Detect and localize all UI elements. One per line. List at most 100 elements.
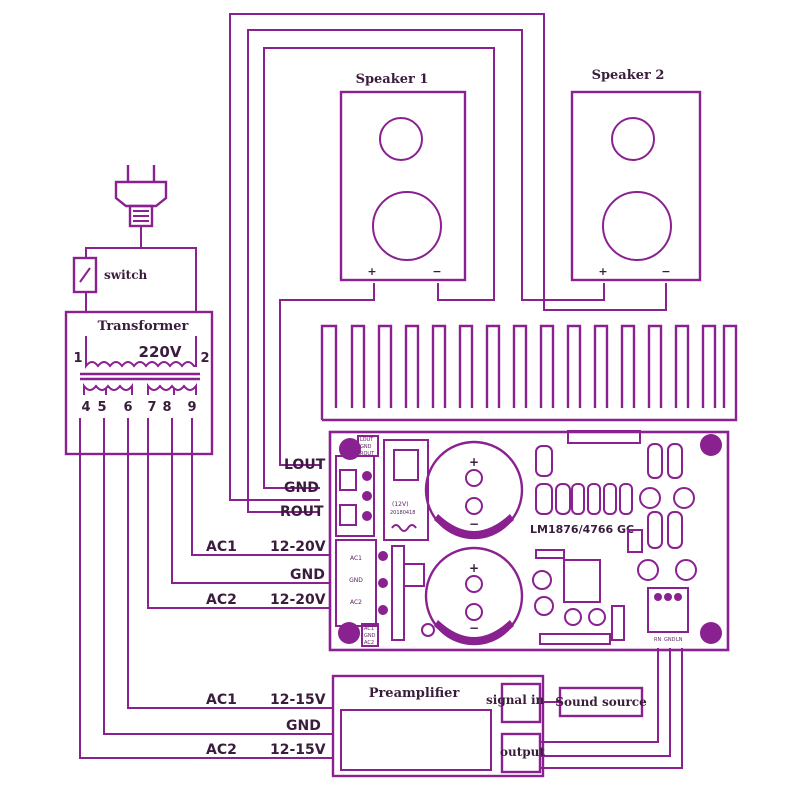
power-wires — [79, 418, 333, 759]
signal-in-jack[interactable] — [500, 682, 542, 724]
speaker-wires — [229, 13, 667, 513]
speaker-2-minus: − — [661, 265, 670, 278]
preamp-title: Preamplifier — [369, 686, 460, 701]
label-gnd-power: GND — [290, 567, 325, 583]
heatsink-fin — [512, 324, 528, 408]
switch-lever-icon — [79, 267, 91, 283]
heatsink-base — [322, 324, 738, 422]
wire-gnd-speaker1 — [263, 47, 495, 489]
heatsink-chip — [563, 559, 601, 603]
reg-label: (12V) — [392, 501, 408, 508]
wire-gnd-board — [171, 418, 330, 584]
power-switch[interactable]: switch — [72, 256, 147, 294]
speaker-1-plus: + — [367, 265, 376, 278]
preamp-power-labels: AC1 12-15V GND AC2 12-15V — [206, 692, 326, 758]
output-silkscreen — [357, 435, 379, 457]
preamp-box — [331, 674, 545, 778]
ic-socket — [627, 529, 643, 553]
power-silkscreen — [361, 623, 379, 647]
cord-to-switch — [85, 236, 142, 258]
pin-2: 2 — [200, 351, 209, 366]
preamp-label-ac1: AC1 — [206, 692, 237, 708]
label-rout: ROUT — [280, 504, 324, 520]
output-jack[interactable] — [500, 732, 542, 774]
signal-wires — [540, 648, 683, 769]
svg-text:LN: LN — [676, 637, 683, 643]
plug-head — [114, 180, 168, 208]
heatsink-fin — [431, 324, 447, 408]
reg-date: 20180418 — [390, 510, 415, 516]
capacitor-1-stripe — [434, 514, 514, 538]
svg-text:AC1: AC1 — [350, 555, 362, 562]
speaker-2-plus: + — [598, 265, 607, 278]
preamp-label-ac2: AC2 — [206, 742, 237, 758]
speaker-2-tweeter — [611, 117, 655, 161]
board-led — [421, 623, 435, 637]
preamp-label-ac1-volt: 12-15V — [270, 692, 326, 708]
sound-source-box[interactable] — [558, 686, 644, 718]
wire-lout — [279, 283, 375, 466]
small-cap-4 — [675, 559, 697, 581]
pin-5: 5 — [97, 400, 106, 415]
speaker-1-box — [339, 90, 467, 282]
svg-text:GND: GND — [349, 577, 363, 584]
speaker-2-label: Speaker 2 — [592, 68, 665, 83]
wire-signal-ln — [540, 648, 683, 769]
resistor-d — [535, 549, 565, 559]
heatsink-fin — [485, 324, 501, 408]
svg-text:GND: GND — [364, 633, 376, 639]
pin-4: 4 — [81, 400, 90, 415]
speaker-1-label: Speaker 1 — [356, 72, 429, 87]
resistor-b — [535, 483, 553, 515]
svg-text:+: + — [469, 455, 479, 469]
heatsink-fin — [647, 324, 663, 408]
transformer-voltage: 220V — [139, 343, 182, 361]
output-screw-1 — [339, 469, 357, 491]
rectifier-diodes — [403, 563, 425, 587]
speaker-2-box — [570, 90, 702, 282]
heatsink-fin — [674, 324, 690, 408]
signal-in-label: signal in — [486, 693, 545, 707]
preamp-label-gnd: GND — [286, 718, 321, 734]
capacitor-2-stripe — [434, 620, 514, 644]
label-ac2: AC2 — [206, 592, 237, 608]
secondary-coil-2 — [147, 383, 197, 395]
svg-text:AC2: AC2 — [364, 640, 374, 646]
secondary-coil-1 — [83, 383, 133, 395]
output-label: output — [500, 745, 545, 759]
output-screw-2 — [339, 504, 357, 526]
label-lout: LOUT — [284, 457, 326, 473]
pin-7: 7 — [147, 400, 156, 415]
heatsink-left-edge — [320, 324, 338, 420]
relay-module — [393, 449, 419, 481]
output-terminal[interactable] — [335, 455, 375, 537]
input-terminal[interactable] — [647, 587, 689, 633]
label-gnd-out: GND — [284, 480, 319, 496]
wire-signal-rn — [540, 648, 659, 743]
pin-1: 1 — [73, 351, 82, 366]
svg-text:GND: GND — [664, 637, 676, 643]
sound-source-label: Sound source — [555, 695, 647, 709]
speaker-1-tweeter — [379, 117, 423, 161]
small-cap-2 — [673, 487, 695, 509]
wire-ac2-board — [147, 418, 330, 609]
speaker-1: Speaker 1 + − — [339, 72, 467, 282]
switch-label: switch — [104, 268, 147, 282]
svg-text:GND: GND — [360, 444, 372, 450]
input-resistor — [611, 605, 625, 641]
power-terminal[interactable] — [335, 539, 377, 627]
heatsink-fin — [458, 324, 474, 408]
primary-coil — [85, 336, 197, 369]
rectifier — [391, 545, 405, 641]
svg-text:ROUT: ROUT — [360, 451, 375, 457]
wire-ac1-preamp — [127, 418, 333, 709]
svg-text:−: − — [469, 517, 479, 531]
switch-body[interactable] — [72, 256, 98, 294]
pin-9: 9 — [187, 400, 196, 415]
label-ac2-volt: 12-20V — [270, 592, 326, 608]
transformer: Transformer 220V 1 2 4 5 6 7 8 9 — [64, 310, 214, 456]
pin-row — [539, 633, 611, 645]
amplifier-board: LOUT GND ROUT (12V) 20180418 + − + − AC1… — [328, 430, 730, 652]
